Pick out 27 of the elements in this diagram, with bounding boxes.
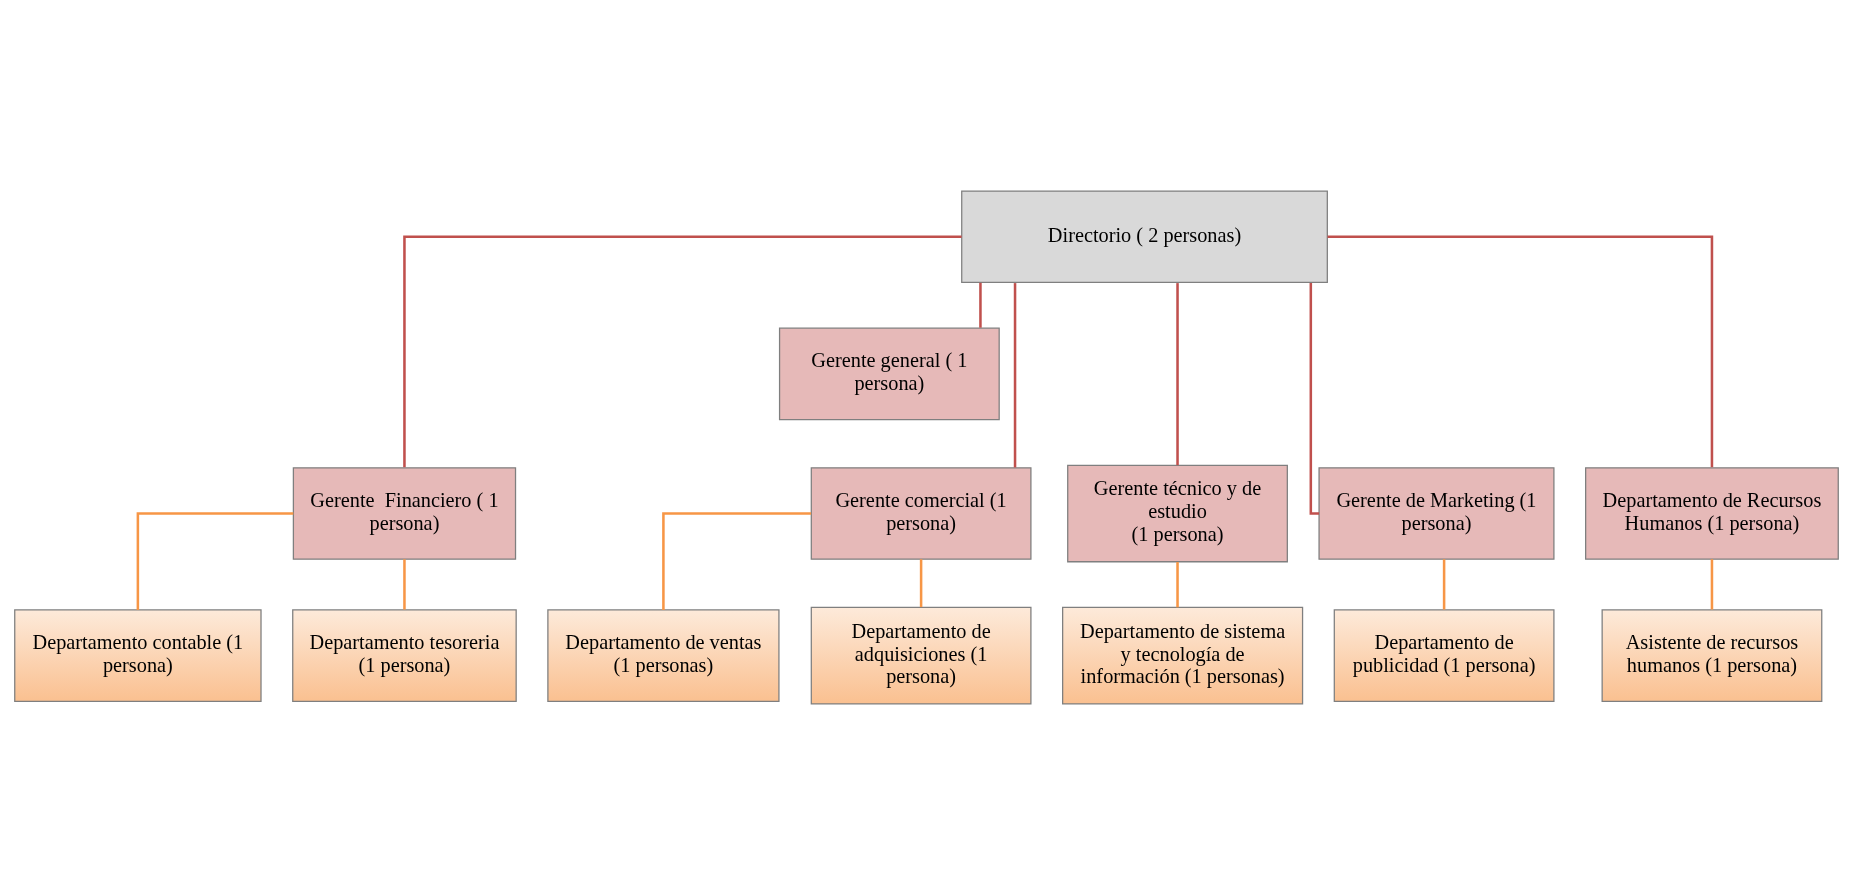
connector xyxy=(1175,282,1179,465)
node-box: Gerente general ( 1 persona) xyxy=(778,327,1000,420)
connector xyxy=(1327,235,1713,467)
node-box: Gerente técnico y de estudio (1 persona) xyxy=(1066,464,1288,562)
connector xyxy=(1442,558,1445,609)
connector xyxy=(1710,558,1713,609)
node-box: Gerente comercial (1 persona) xyxy=(810,466,1032,560)
connector xyxy=(1175,561,1179,607)
node-box: Asistente de recursos humanos (1 persona) xyxy=(1601,608,1822,702)
node-box: Departamento de sistema y tecnología de información (1 personas) xyxy=(1061,606,1303,705)
connector xyxy=(402,235,962,467)
connector xyxy=(978,282,982,328)
connector xyxy=(1013,282,1016,467)
node-box: Departamento de Recursos Humanos (1 persona) xyxy=(1584,466,1839,560)
connector xyxy=(136,511,293,610)
node-box: Gerente Financiero ( 1 persona) xyxy=(292,466,516,560)
node-box: Departamento de adquisiciones (1 persona) xyxy=(810,606,1032,705)
node-box: Departamento contable (1 persona) xyxy=(13,608,262,702)
node-box: Departamento tesoreria (1 persona) xyxy=(291,608,517,702)
node-box: Departamento de ventas (1 personas) xyxy=(546,608,780,702)
connector xyxy=(1309,282,1319,515)
connector xyxy=(402,558,406,609)
connector xyxy=(919,558,922,607)
node-box: Departamento de publicidad (1 persona) xyxy=(1333,608,1555,702)
connector xyxy=(661,511,811,610)
node-box: Directorio ( 2 personas) xyxy=(960,189,1328,283)
node-box: Gerente de Marketing (1 persona) xyxy=(1317,466,1555,560)
